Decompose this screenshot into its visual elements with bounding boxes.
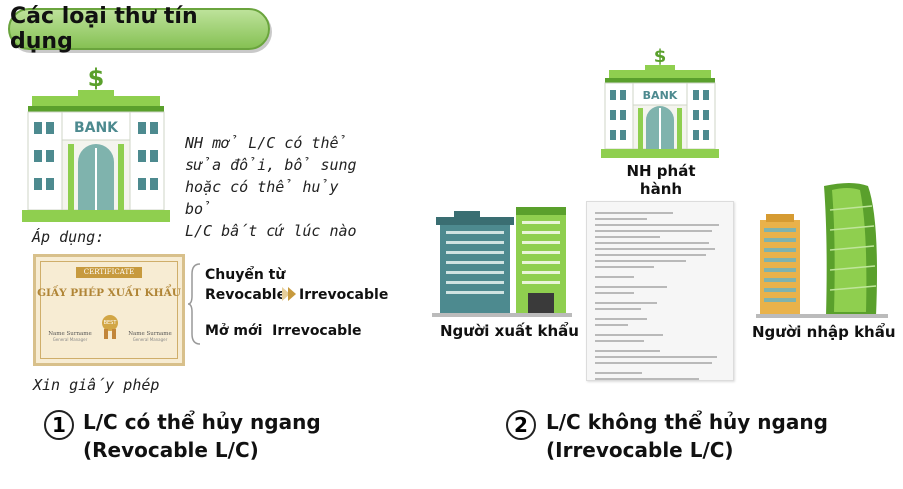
bank-note-line: NH mở L/C có thể [185, 134, 348, 152]
dollar-sign-icon: $ [88, 64, 105, 92]
importer-label: Người nhập khẩu [752, 323, 896, 341]
importer-buildings [756, 183, 888, 318]
export-license-certificate: CERTIFICATE GIẤY PHÉP XUẤT KHẨU BEST Nam… [33, 254, 185, 366]
page-title: Các loại thư tín dụng [10, 4, 198, 54]
number-badge-1: 1 [44, 410, 74, 440]
heading-line: L/C có thể hủy ngang [83, 410, 321, 434]
bank-note-line: L/C bất cứ lúc nào [185, 222, 357, 240]
number-badge-2: 2 [506, 410, 536, 440]
signer-role: General Manager [132, 337, 168, 342]
certificate-ribbon: CERTIFICATE [76, 267, 142, 278]
to-type-label: Irrevocable [299, 287, 389, 303]
bank-note: NH mở L/C có thể sửa đổi, bổ sung hoặc c… [185, 132, 365, 242]
certificate-seal: BEST [102, 315, 118, 331]
arrow-right-icon [282, 287, 296, 301]
dollar-sign-icon: $ [654, 46, 667, 67]
title-banner: Các loại thư tín dụng [8, 4, 270, 54]
exporter-buildings [432, 207, 572, 317]
convert-label: Chuyển từ [205, 267, 286, 283]
heading-irrevocable: L/C không thể hủy ngang (Irrevocable L/C… [546, 408, 828, 464]
new-irrevocable-label: Mở mới Irrevocable [205, 323, 362, 339]
signer-name: Name Surname [48, 331, 92, 337]
bank-note-line: hoặc có thể hủy bỏ [185, 178, 339, 218]
certificate-title: GIẤY PHÉP XUẤT KHẨU [37, 287, 181, 299]
issuing-bank-label: NH phát hành [626, 162, 696, 198]
bracket-icon [188, 263, 201, 345]
signer-role: General Manager [52, 337, 88, 342]
bank-note-line: sửa đổi, bổ sung [185, 156, 357, 174]
heading-line: (Revocable L/C) [83, 438, 259, 462]
from-type-label: Revocable [205, 287, 287, 303]
bank-building-left: $ BANK [22, 64, 170, 222]
permit-caption: Xin giấy phép [33, 376, 160, 394]
lc-document-image [586, 201, 734, 381]
bank-sign: BANK [74, 120, 119, 136]
signer-name: Name Surname [128, 331, 172, 337]
heading-line: (Irrevocable L/C) [546, 438, 734, 462]
heading-revocable: L/C có thể hủy ngang (Revocable L/C) [83, 408, 321, 464]
bank-sign: BANK [643, 89, 678, 102]
apply-label: Áp dụng: [32, 228, 105, 246]
heading-line: L/C không thể hủy ngang [546, 410, 828, 434]
exporter-label: Người xuất khẩu [440, 322, 579, 340]
bank-building-issuing: $ BANK [601, 46, 719, 158]
